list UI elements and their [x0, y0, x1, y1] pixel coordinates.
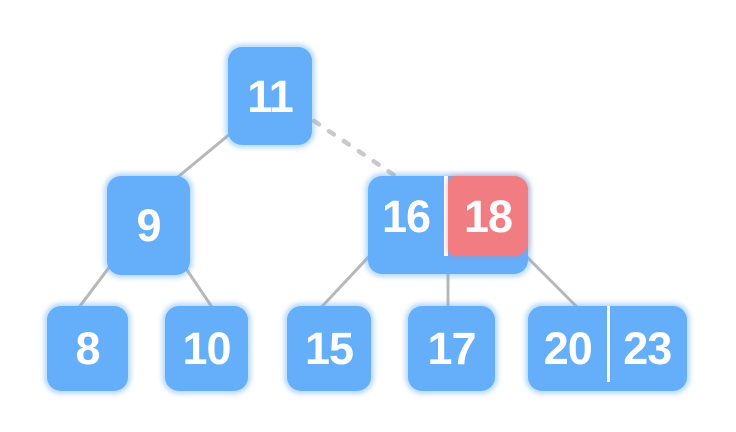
highlighted-cell-18: 18: [448, 176, 528, 256]
tree-node-9: 9: [107, 176, 190, 275]
tree-node-10: 10: [165, 306, 248, 391]
node-key-16: 16: [381, 190, 431, 242]
tree-node-15: 15: [287, 306, 371, 391]
node-key-9: 9: [136, 200, 161, 251]
node-key-8: 8: [75, 323, 100, 374]
node-cell-16: 16: [368, 176, 444, 256]
tree-node-16-18: 16 18: [368, 176, 528, 274]
node-key-10: 10: [182, 323, 231, 374]
tree-node-8: 8: [47, 306, 128, 391]
node-key-11: 11: [247, 70, 294, 122]
node-cell-20: 20: [528, 306, 608, 391]
edge-11-16-dashed: [311, 118, 400, 180]
tree-node-11: 11: [228, 47, 312, 145]
node-key-17: 17: [427, 323, 476, 374]
key-divider: [444, 176, 448, 256]
node-cell-23: 23: [608, 306, 688, 391]
key-divider: [607, 306, 610, 382]
node-key-15: 15: [304, 323, 354, 374]
node-key-18: 18: [463, 190, 513, 242]
node-key-20: 20: [543, 323, 593, 374]
tree-node-17: 17: [408, 306, 495, 391]
node-key-23: 23: [623, 323, 672, 374]
tree-node-20-23: 20 23: [528, 306, 687, 391]
